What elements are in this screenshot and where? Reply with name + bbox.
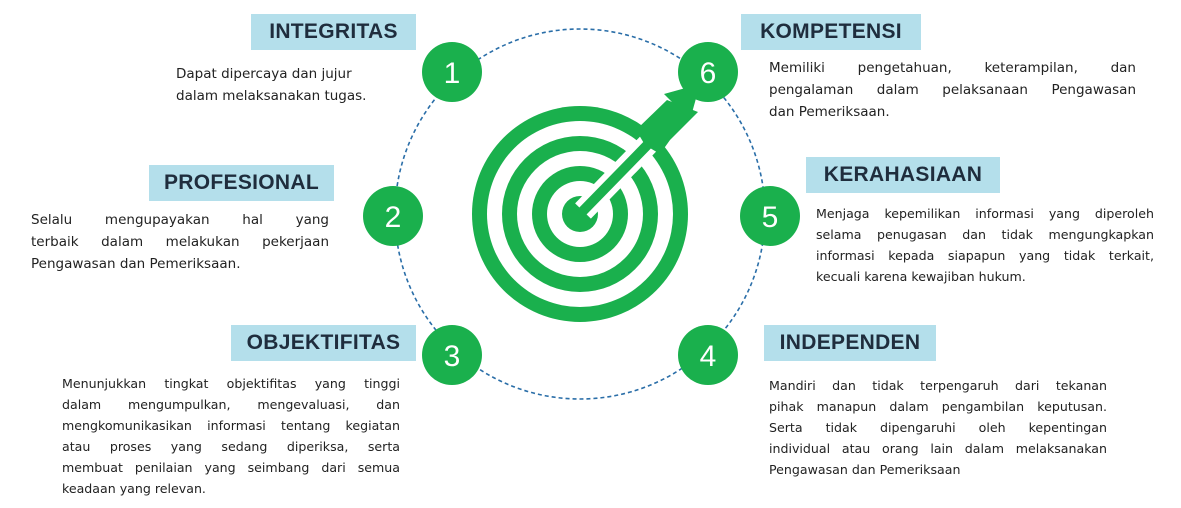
desc-line: terbaik dalam melakukan pekerjaan	[31, 234, 329, 250]
desc-line: mengkomunikasikan informasi tentang kegi…	[62, 418, 400, 433]
desc-line: individual atau orang lain dalam melaksa…	[769, 441, 1107, 456]
title-integritas: INTEGRITAS	[251, 14, 416, 50]
desc-line: Selalu mengupayakan hal yang	[31, 212, 329, 228]
title-profesional: PROFESIONAL	[149, 165, 334, 201]
desc-line: atau proses yang sedang diperiksa, serta	[62, 439, 400, 454]
number-circle-5: 5	[740, 186, 800, 246]
title-kerahasiaan: KERAHASIAAN	[806, 157, 1000, 193]
desc-kerahasiaan: Menjaga kepemilikan informasi yang diper…	[816, 203, 1154, 287]
number-circle-4: 4	[678, 325, 738, 385]
desc-line: Pengawasan dan Pemeriksaan.	[31, 256, 241, 272]
desc-line: pihak manapun dalam pengambilan keputusa…	[769, 399, 1107, 414]
desc-line: kecuali karena kewajiban hukum.	[816, 269, 1026, 284]
desc-line: Memiliki pengetahuan, keterampilan, dan	[769, 60, 1136, 76]
desc-line: dalam melaksanakan tugas.	[176, 88, 367, 104]
desc-line: Dapat dipercaya dan jujur	[176, 66, 352, 82]
number-circle-1: 1	[422, 42, 482, 102]
number-circle-3: 3	[422, 325, 482, 385]
svg-text:4: 4	[700, 340, 717, 373]
desc-line: selama penugasan dan tidak mengungkapkan	[816, 227, 1154, 242]
target-arrow-icon	[472, 84, 700, 322]
desc-line: Menunjukkan tingkat objektifitas yang ti…	[62, 376, 400, 391]
desc-independen: Mandiri dan tidak terpengaruh dari tekan…	[769, 375, 1107, 480]
desc-line: membuat penilaian yang seimbang dari sem…	[62, 460, 400, 475]
desc-line: dalam mengumpulkan, mengevaluasi, dan	[62, 397, 400, 412]
title-independen: INDEPENDEN	[764, 325, 936, 361]
number-circle-6: 6	[678, 42, 738, 102]
svg-text:5: 5	[762, 201, 779, 234]
desc-line: Menjaga kepemilikan informasi yang diper…	[816, 206, 1154, 221]
svg-text:2: 2	[385, 201, 402, 234]
desc-integritas: Dapat dipercaya dan jujur dalam melaksan…	[176, 63, 401, 107]
desc-line: informasi kepada siapapun yang tidak ter…	[816, 248, 1154, 263]
title-kompetensi: KOMPETENSI	[741, 14, 921, 50]
number-circle-2: 2	[363, 186, 423, 246]
svg-text:1: 1	[444, 57, 461, 90]
desc-line: dan Pemeriksaan.	[769, 104, 890, 120]
desc-kompetensi: Memiliki pengetahuan, keterampilan, dan …	[769, 57, 1136, 123]
desc-line: pengalaman dalam pelaksanaan Pengawasan	[769, 82, 1136, 98]
desc-line: Mandiri dan tidak terpengaruh dari tekan…	[769, 378, 1107, 393]
desc-line: Serta tidak dipengaruhi oleh kepentingan	[769, 420, 1107, 435]
title-objektifitas: OBJEKTIFITAS	[231, 325, 416, 361]
svg-text:6: 6	[700, 57, 717, 90]
svg-text:3: 3	[444, 340, 461, 373]
desc-line: keadaan yang relevan.	[62, 481, 206, 496]
desc-objektifitas: Menunjukkan tingkat objektifitas yang ti…	[62, 373, 400, 499]
desc-profesional: Selalu mengupayakan hal yang terbaik dal…	[31, 209, 329, 275]
desc-line: Pengawasan dan Pemeriksaan	[769, 462, 961, 477]
